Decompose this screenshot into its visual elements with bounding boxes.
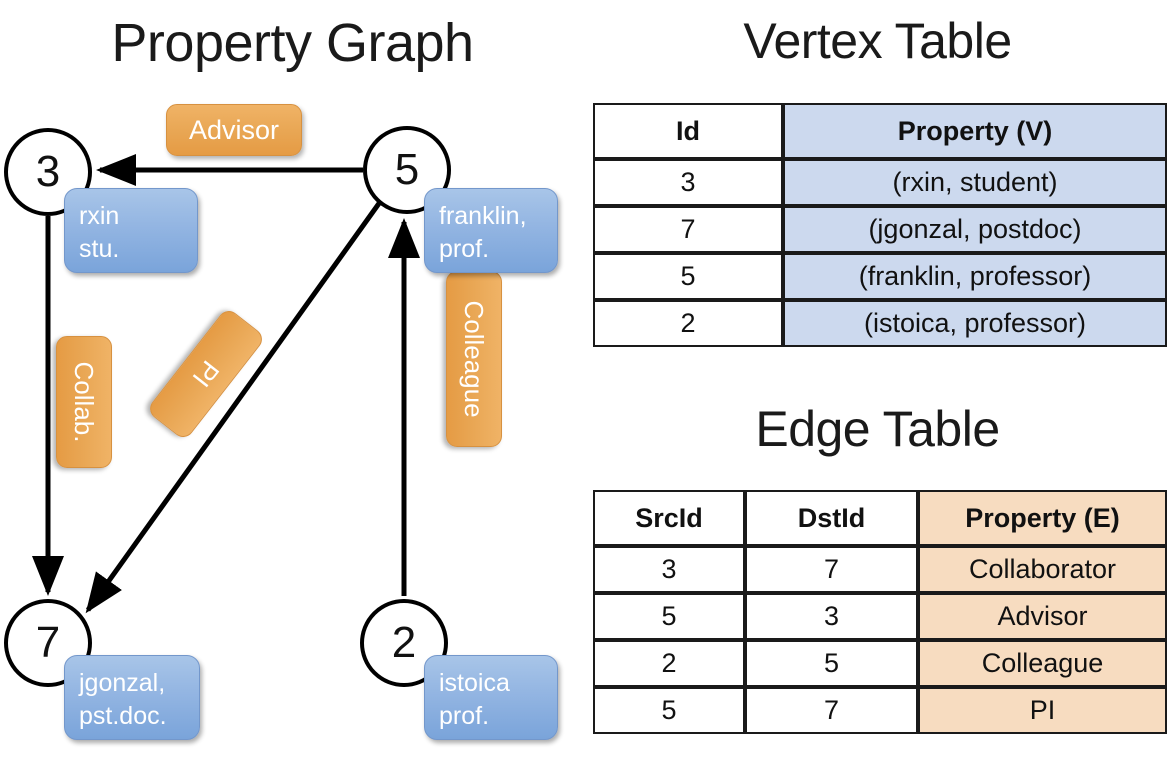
- edge-row-3-src: 5: [593, 687, 745, 734]
- graph-node-2-label: 2: [391, 618, 417, 667]
- vertex-row-1-id: 7: [593, 206, 783, 253]
- edge-table: SrcId DstId Property (E) 3 7 Collaborato…: [593, 490, 1167, 734]
- edge-row-1-property: Advisor: [918, 593, 1167, 640]
- table-row[interactable]: 3 7 Collaborator: [593, 546, 1167, 593]
- node-property-chip-franklin[interactable]: franklin, prof.: [424, 188, 558, 273]
- vertex-table-title: Vertex Table: [743, 13, 1012, 69]
- node-property-franklin-line1: franklin,: [439, 202, 527, 230]
- node-property-istoica-line2: prof.: [439, 702, 490, 730]
- node-property-jgonzal-line1: jgonzal,: [79, 669, 166, 697]
- node-property-rxin-line2: stu.: [79, 235, 120, 263]
- table-row[interactable]: 2 (istoica, professor): [593, 300, 1167, 347]
- vertex-table-header-row: Id Property (V): [593, 103, 1167, 159]
- edge-row-1-dst: 3: [745, 593, 918, 640]
- graph-node-5[interactable]: 5: [363, 126, 451, 214]
- vertex-row-3-property: (istoica, professor): [783, 300, 1167, 347]
- vertex-row-1-property: (jgonzal, postdoc): [783, 206, 1167, 253]
- edge-property-chip-collab[interactable]: Collab.: [56, 336, 112, 468]
- edge-property-pi-label: PI: [187, 355, 226, 394]
- table-row[interactable]: 7 (jgonzal, postdoc): [593, 206, 1167, 253]
- edge-property-chip-advisor[interactable]: Advisor: [166, 104, 302, 156]
- node-property-franklin-line2: prof.: [439, 235, 490, 263]
- edge-row-1-src: 5: [593, 593, 745, 640]
- vertex-table-header-property: Property (V): [783, 103, 1167, 159]
- edge-table-header-property: Property (E): [918, 490, 1167, 546]
- node-property-chip-rxin[interactable]: rxin stu.: [64, 188, 198, 273]
- graph-edges-layer: [32, 154, 420, 614]
- edge-row-0-src: 3: [593, 546, 745, 593]
- graph-node-3-label: 3: [35, 147, 61, 196]
- edge-row-0-property: Collaborator: [918, 546, 1167, 593]
- node-property-chip-istoica[interactable]: istoica prof.: [424, 655, 558, 740]
- edge-row-3-dst: 7: [745, 687, 918, 734]
- edge-row-3-property: PI: [918, 687, 1167, 734]
- node-property-rxin-line1: rxin: [79, 202, 120, 230]
- edge-table-title: Edge Table: [755, 401, 1000, 457]
- edge-row-2-src: 2: [593, 640, 745, 687]
- edge-table-header-row: SrcId DstId Property (E): [593, 490, 1167, 546]
- edge-table-header-dstid: DstId: [745, 490, 918, 546]
- vertex-table-header-id: Id: [593, 103, 783, 159]
- edge-row-2-property: Colleague: [918, 640, 1167, 687]
- node-property-jgonzal-line2: pst.doc.: [79, 702, 167, 730]
- node-property-istoica-line1: istoica: [439, 669, 510, 697]
- node-property-chip-jgonzal[interactable]: jgonzal, pst.doc.: [64, 655, 200, 740]
- vertex-row-0-id: 3: [593, 159, 783, 206]
- graph-node-7-label: 7: [35, 618, 61, 667]
- vertex-row-2-property: (franklin, professor): [783, 253, 1167, 300]
- table-row[interactable]: 5 7 PI: [593, 687, 1167, 734]
- edge-property-colleague-label: Colleague: [459, 300, 490, 418]
- table-row[interactable]: 2 5 Colleague: [593, 640, 1167, 687]
- table-row[interactable]: 5 3 Advisor: [593, 593, 1167, 640]
- edge-row-0-dst: 7: [745, 546, 918, 593]
- edge-property-advisor-label: Advisor: [188, 114, 280, 145]
- vertex-row-0-property: (rxin, student): [783, 159, 1167, 206]
- graph-node-5-label: 5: [394, 145, 420, 194]
- edge-property-chip-colleague[interactable]: Colleague: [446, 271, 502, 447]
- table-row[interactable]: 5 (franklin, professor): [593, 253, 1167, 300]
- edge-arrow-pi: [85, 200, 383, 614]
- edge-table-header-srcid: SrcId: [593, 490, 745, 546]
- vertex-row-3-id: 2: [593, 300, 783, 347]
- table-row[interactable]: 3 (rxin, student): [593, 159, 1167, 206]
- vertex-table: Id Property (V) 3 (rxin, student) 7 (jgo…: [593, 103, 1167, 347]
- edge-row-2-dst: 5: [745, 640, 918, 687]
- edge-property-collab-label: Collab.: [69, 361, 100, 443]
- vertex-row-2-id: 5: [593, 253, 783, 300]
- graph-node-2[interactable]: 2: [360, 599, 448, 687]
- property-graph-title: Property Graph: [111, 13, 474, 73]
